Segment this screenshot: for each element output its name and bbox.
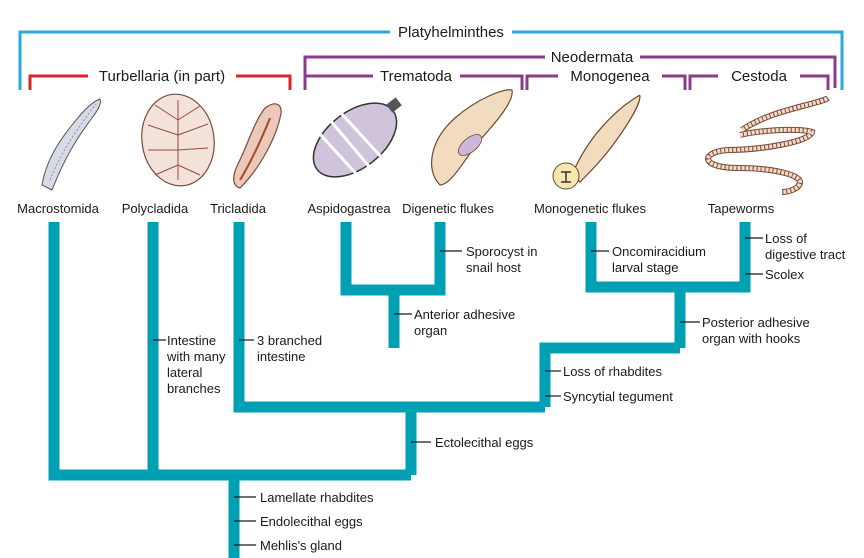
taxon-monogenetic-flukes: Monogenetic flukes — [534, 201, 647, 216]
cestoda-bracket: Cestoda — [688, 68, 830, 90]
digenean-fluke-illustration — [431, 89, 513, 186]
char-ectolecithal-eggs: Ectolecithal eggs — [435, 435, 534, 450]
char-loss-of-rhabdites: Loss of rhabdites — [563, 364, 663, 379]
taxon-tricladida: Tricladida — [210, 201, 267, 216]
turbellaria-bracket: Turbellaria (in part) — [28, 68, 292, 90]
platyhelminthes-label: Platyhelminthes — [398, 24, 504, 41]
tapeworm-illustration — [705, 95, 830, 195]
taxon-digenetic-flukes: Digenetic flukes — [402, 201, 494, 216]
character-ticks — [153, 237, 763, 546]
neodermata-label: Neodermata — [551, 49, 634, 66]
turbellaria-label: Turbellaria (in part) — [99, 68, 225, 85]
monogenean-fluke-illustration — [552, 94, 641, 190]
taxon-tapeworms: Tapeworms — [708, 201, 775, 216]
polyclad-flatworm-illustration — [141, 93, 215, 187]
char-syncytial-tegument: Syncytial tegument — [563, 389, 673, 404]
monogenea-label: Monogenea — [570, 68, 650, 85]
macrostomid-worm-illustration — [41, 98, 101, 191]
branch-aspidogastrea — [340, 222, 394, 296]
aspidogastrean-illustration — [312, 97, 402, 180]
char-three-branched-intestine: 3 branched intestine — [257, 333, 326, 364]
cestoda-label: Cestoda — [731, 68, 788, 85]
branch-monogenea-cestoda — [585, 222, 686, 348]
char-scolex: Scolex — [765, 267, 805, 282]
char-mehlis-gland: Mehlis's gland — [260, 538, 342, 553]
trematoda-bracket: Trematoda — [303, 68, 524, 90]
taxon-polycladida: Polycladida — [122, 201, 189, 216]
char-sporocyst: Sporocyst in snail host — [466, 244, 541, 275]
trematoda-label: Trematoda — [380, 68, 453, 85]
branch-macrostomida — [48, 222, 411, 481]
taxon-macrostomida: Macrostomida — [17, 201, 99, 216]
char-intestine-branches: Intestine with many lateral branches — [166, 333, 229, 396]
branch-neodermata — [539, 342, 680, 407]
tree-branches — [48, 222, 751, 558]
char-oncomiracidium: Oncomiracidium larval stage — [612, 244, 710, 275]
taxon-labels: Macrostomida Polycladida Tricladida Aspi… — [17, 201, 775, 216]
branch-trematoda — [388, 222, 446, 348]
taxon-aspidogastrea: Aspidogastrea — [307, 201, 391, 216]
char-posterior-adhesive-organ: Posterior adhesive organ with hooks — [702, 315, 813, 346]
char-loss-digestive-tract: Loss of digestive tract — [765, 231, 846, 262]
planarian-illustration — [233, 103, 282, 189]
branch-tricladida — [233, 222, 545, 413]
char-lamellate-rhabdites: Lamellate rhabdites — [260, 490, 374, 505]
monogenea-bracket: Monogenea — [525, 68, 687, 90]
char-anterior-adhesive-organ: Anterior adhesive organ — [414, 307, 519, 338]
branch-cestoda — [680, 222, 751, 293]
char-endolecithal-eggs: Endolecithal eggs — [260, 514, 363, 529]
character-labels: Mehlis's gland Endolecithal eggs Lamella… — [166, 231, 846, 553]
platyhelminthes-bracket: Platyhelminthes — [18, 24, 844, 90]
